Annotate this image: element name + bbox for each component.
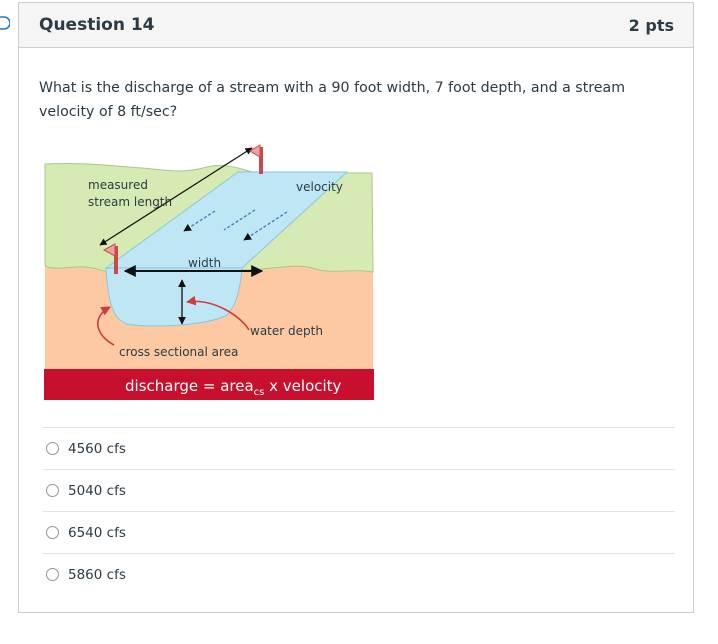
radio-button[interactable]: [46, 442, 59, 455]
answer-label[interactable]: 4560 cfs: [68, 440, 126, 457]
answer-label[interactable]: 5040 cfs: [68, 482, 126, 499]
question-header: Question 14 2 pts: [19, 3, 693, 48]
radio-button[interactable]: [46, 568, 59, 581]
answer-label[interactable]: 5860 cfs: [68, 566, 126, 583]
radio-button[interactable]: [46, 526, 59, 539]
channel-cross-section: [105, 267, 243, 327]
measured-label: measured: [88, 178, 148, 192]
formula-band: [44, 369, 374, 400]
velocity-label: velocity: [296, 180, 343, 194]
flag-left-icon: [102, 243, 118, 274]
flag-right-icon: [249, 144, 263, 174]
question-points: 2 pts: [628, 15, 674, 35]
formula-text: discharge = areacs x velocity: [125, 377, 342, 398]
answer-label[interactable]: 6540 cfs: [68, 524, 126, 541]
water-depth-label: water depth: [250, 324, 323, 338]
answer-option[interactable]: 5040 cfs: [43, 469, 675, 511]
stream-length-label: stream length: [88, 195, 172, 209]
question-title: Question 14: [39, 15, 155, 35]
stream-discharge-diagram: measured stream length velocity width wa…: [42, 140, 376, 400]
answer-option[interactable]: 4560 cfs: [43, 427, 675, 469]
cross-sectional-area-label: cross sectional area: [119, 345, 238, 359]
question-flag-icon[interactable]: [0, 15, 10, 37]
question-text: What is the discharge of a stream with a…: [39, 80, 626, 120]
width-label: width: [188, 256, 221, 270]
radio-button[interactable]: [46, 484, 59, 497]
answer-option[interactable]: 5860 cfs: [43, 553, 675, 595]
answer-list: 4560 cfs 5040 cfs 6540 cfs 5860 cfs: [43, 427, 675, 595]
question-card: Question 14 2 pts What is the discharge …: [18, 2, 694, 613]
answer-option[interactable]: 6540 cfs: [43, 511, 675, 553]
